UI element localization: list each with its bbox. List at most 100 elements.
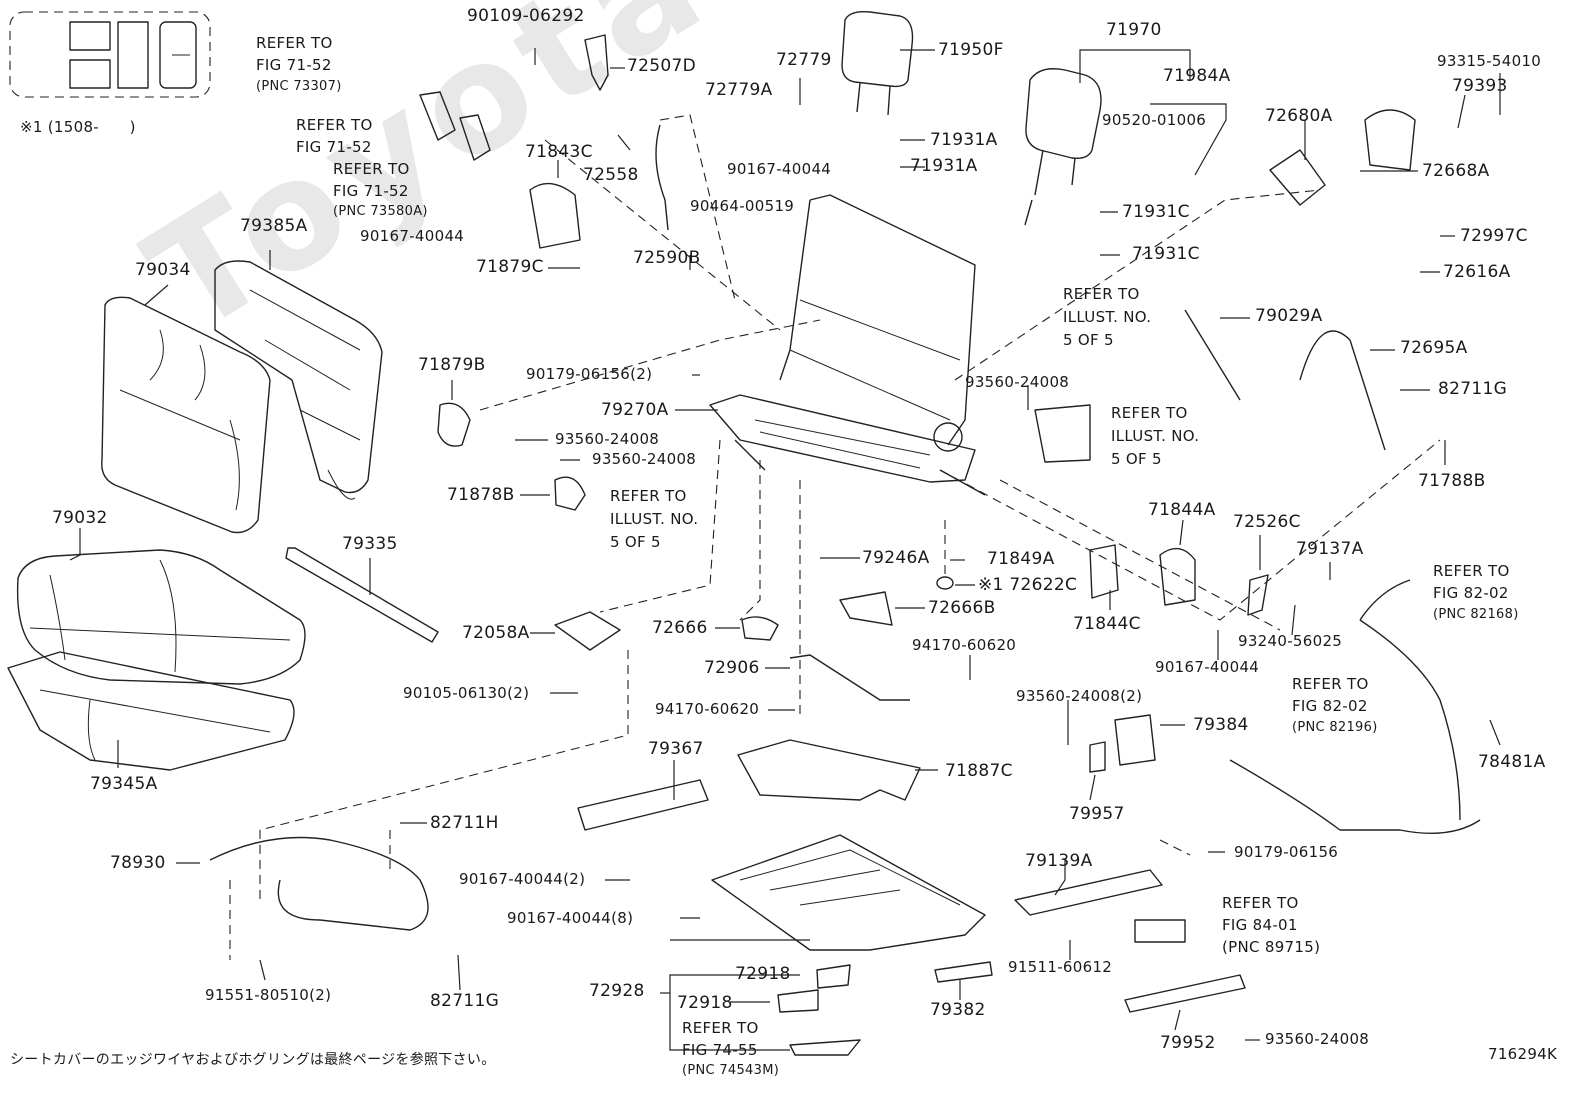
footnote: シートカバーのエッジワイヤおよびホグリングは最終ページを参照下さい。	[10, 1052, 496, 1068]
part-label: 93240-56025	[1238, 632, 1343, 650]
part-label: 79137A	[1296, 539, 1364, 559]
cover-71843C	[529, 182, 581, 249]
variant-inset	[9, 11, 211, 98]
part-label: 71887C	[945, 761, 1013, 781]
cover-71844A	[1159, 547, 1196, 606]
reference-line: (PNC 82196)	[1292, 720, 1378, 735]
headrest-front	[841, 10, 914, 88]
part-label: 90105-06130(2)	[403, 684, 530, 702]
part-label: 72666B	[928, 598, 996, 618]
part-label: 72906	[704, 658, 760, 678]
part-label: 90167-40044	[1155, 658, 1260, 676]
part-label: 72918	[735, 964, 791, 984]
bracket-79384	[1114, 714, 1156, 766]
reference-line: FIG 82-02	[1292, 697, 1368, 715]
part-label: 90167-40044	[360, 227, 465, 245]
part-label: 82711G	[430, 991, 500, 1011]
reference-line: (PNC 73307)	[256, 79, 342, 94]
latch-72680A	[1269, 149, 1326, 206]
cable-72695A	[1299, 330, 1386, 451]
part-label: 79139A	[1025, 851, 1093, 871]
part-label: 79382	[930, 1000, 986, 1020]
reference-line: 5 OF 5	[1063, 331, 1114, 349]
cover-71879B	[437, 402, 471, 447]
cover-72668A	[1364, 109, 1416, 171]
pad-72918-1	[816, 964, 851, 989]
wire-harness-right	[1229, 579, 1481, 834]
part-label: 90167-40044	[727, 160, 832, 178]
bracket-79957	[1089, 741, 1106, 773]
part-label: 71879C	[476, 257, 544, 277]
part-label: 78930	[110, 853, 166, 873]
part-label: 79384	[1193, 715, 1249, 735]
part-label: 79029A	[1255, 306, 1323, 326]
reference-line: REFER TO	[296, 116, 373, 134]
reference-line: ILLUST. NO.	[1063, 308, 1152, 326]
part-label: 82711H	[430, 813, 499, 833]
part-label: 90109-06292	[467, 6, 585, 26]
reference-line: FIG 71-52	[333, 182, 409, 200]
rail-cover	[577, 779, 709, 831]
part-label: 71788B	[1418, 471, 1486, 491]
reference-line: FIG 71-52	[296, 138, 372, 156]
part-label: 71849A	[987, 549, 1055, 569]
part-label: 72918	[677, 993, 733, 1013]
cover-71844C	[1089, 544, 1119, 599]
part-label: 93560-24008	[592, 450, 697, 468]
seat-back-cover	[214, 260, 383, 500]
part-label: 72507D	[627, 56, 696, 76]
part-label: 71931C	[1132, 244, 1200, 264]
cable-72906	[789, 654, 910, 701]
bracket-refer-illust	[1034, 404, 1091, 463]
slide-cover	[1124, 974, 1246, 1013]
reference-line: REFER TO	[256, 34, 333, 52]
part-label: 90464-00519	[690, 197, 795, 215]
part-label: ※1 72622C	[978, 575, 1078, 595]
wire-harness	[209, 836, 429, 931]
cover-79382	[934, 961, 993, 983]
protector-plate	[737, 739, 921, 801]
part-label: 72558	[583, 165, 639, 185]
reference-line: FIG 71-52	[256, 56, 332, 74]
reference-line: ILLUST. NO.	[1111, 427, 1200, 445]
part-label: 72680A	[1265, 106, 1333, 126]
variant-note: ※1 (1508- )	[20, 118, 136, 136]
control-module	[1134, 919, 1186, 943]
part-label: 72590B	[633, 248, 701, 268]
part-label: 90520-01006	[1102, 111, 1207, 129]
part-label: 71879B	[418, 355, 486, 375]
reference-line: REFER TO	[682, 1019, 759, 1037]
seat-cushion	[16, 549, 306, 685]
reference-line: (PNC 74543M)	[682, 1063, 780, 1078]
part-label: 71843C	[525, 142, 593, 162]
part-label: 72616A	[1443, 262, 1511, 282]
part-label: 79345A	[90, 774, 158, 794]
part-label: 91511-60612	[1008, 958, 1113, 976]
seat-frame	[709, 194, 986, 496]
ring-72622C	[936, 576, 954, 590]
part-label: 79952	[1160, 1033, 1216, 1053]
part-label: 71984A	[1163, 66, 1231, 86]
figure-code: 716294K	[1488, 1045, 1558, 1063]
reference-line: REFER TO	[1433, 562, 1510, 580]
hook-72507D	[584, 34, 609, 91]
part-label: 72997C	[1460, 226, 1528, 246]
reference-line: (PNC 73580A)	[333, 204, 428, 219]
part-label: 79335	[342, 534, 398, 554]
part-label: 90167-40044(8)	[507, 909, 634, 927]
reference-line: FIG 84-01	[1222, 916, 1298, 934]
part-label: 93560-24008	[1265, 1030, 1370, 1048]
part-label: 79270A	[601, 400, 669, 420]
part-label: 79032	[52, 508, 108, 528]
part-label: 71844C	[1073, 614, 1141, 634]
seat-cushion-pad	[7, 651, 295, 771]
reference-line: REFER TO	[1292, 675, 1369, 693]
reinforcement-bar	[285, 547, 439, 643]
part-label: 93560-24008	[965, 373, 1070, 391]
part-label: 93560-24008	[555, 430, 660, 448]
part-label: 71844A	[1148, 500, 1216, 520]
part-label: 90179-06156(2)	[526, 365, 653, 383]
reference-line: FIG 74-55	[682, 1041, 758, 1059]
cover-71878B	[554, 476, 586, 511]
